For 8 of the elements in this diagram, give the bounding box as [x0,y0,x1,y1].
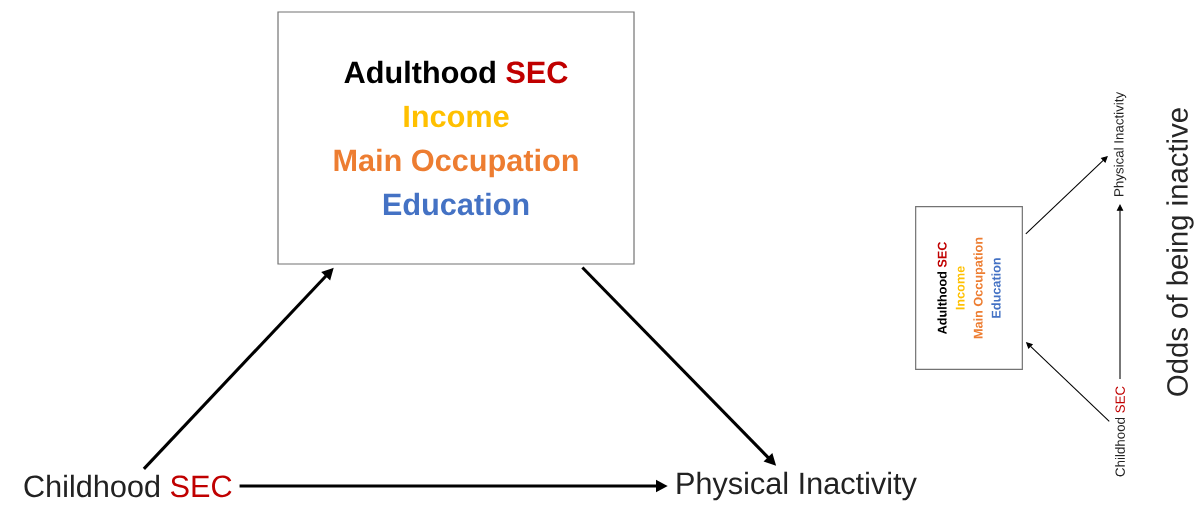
text-box: Adulthood SEC Income Main Occupation Education [277,11,635,265]
node-label: Childhood SEC [24,474,232,498]
node-label: Childhood SEC [1115,386,1125,477]
node-label: Physical Inactivity [1113,91,1127,196]
node-label: Physical Inactivity [677,471,917,501]
axis-label: Odds of being inactive [1166,108,1194,396]
arrow [1116,204,1124,380]
text-box: Adulthood SEC Income Main Occupation Education [915,206,1023,370]
